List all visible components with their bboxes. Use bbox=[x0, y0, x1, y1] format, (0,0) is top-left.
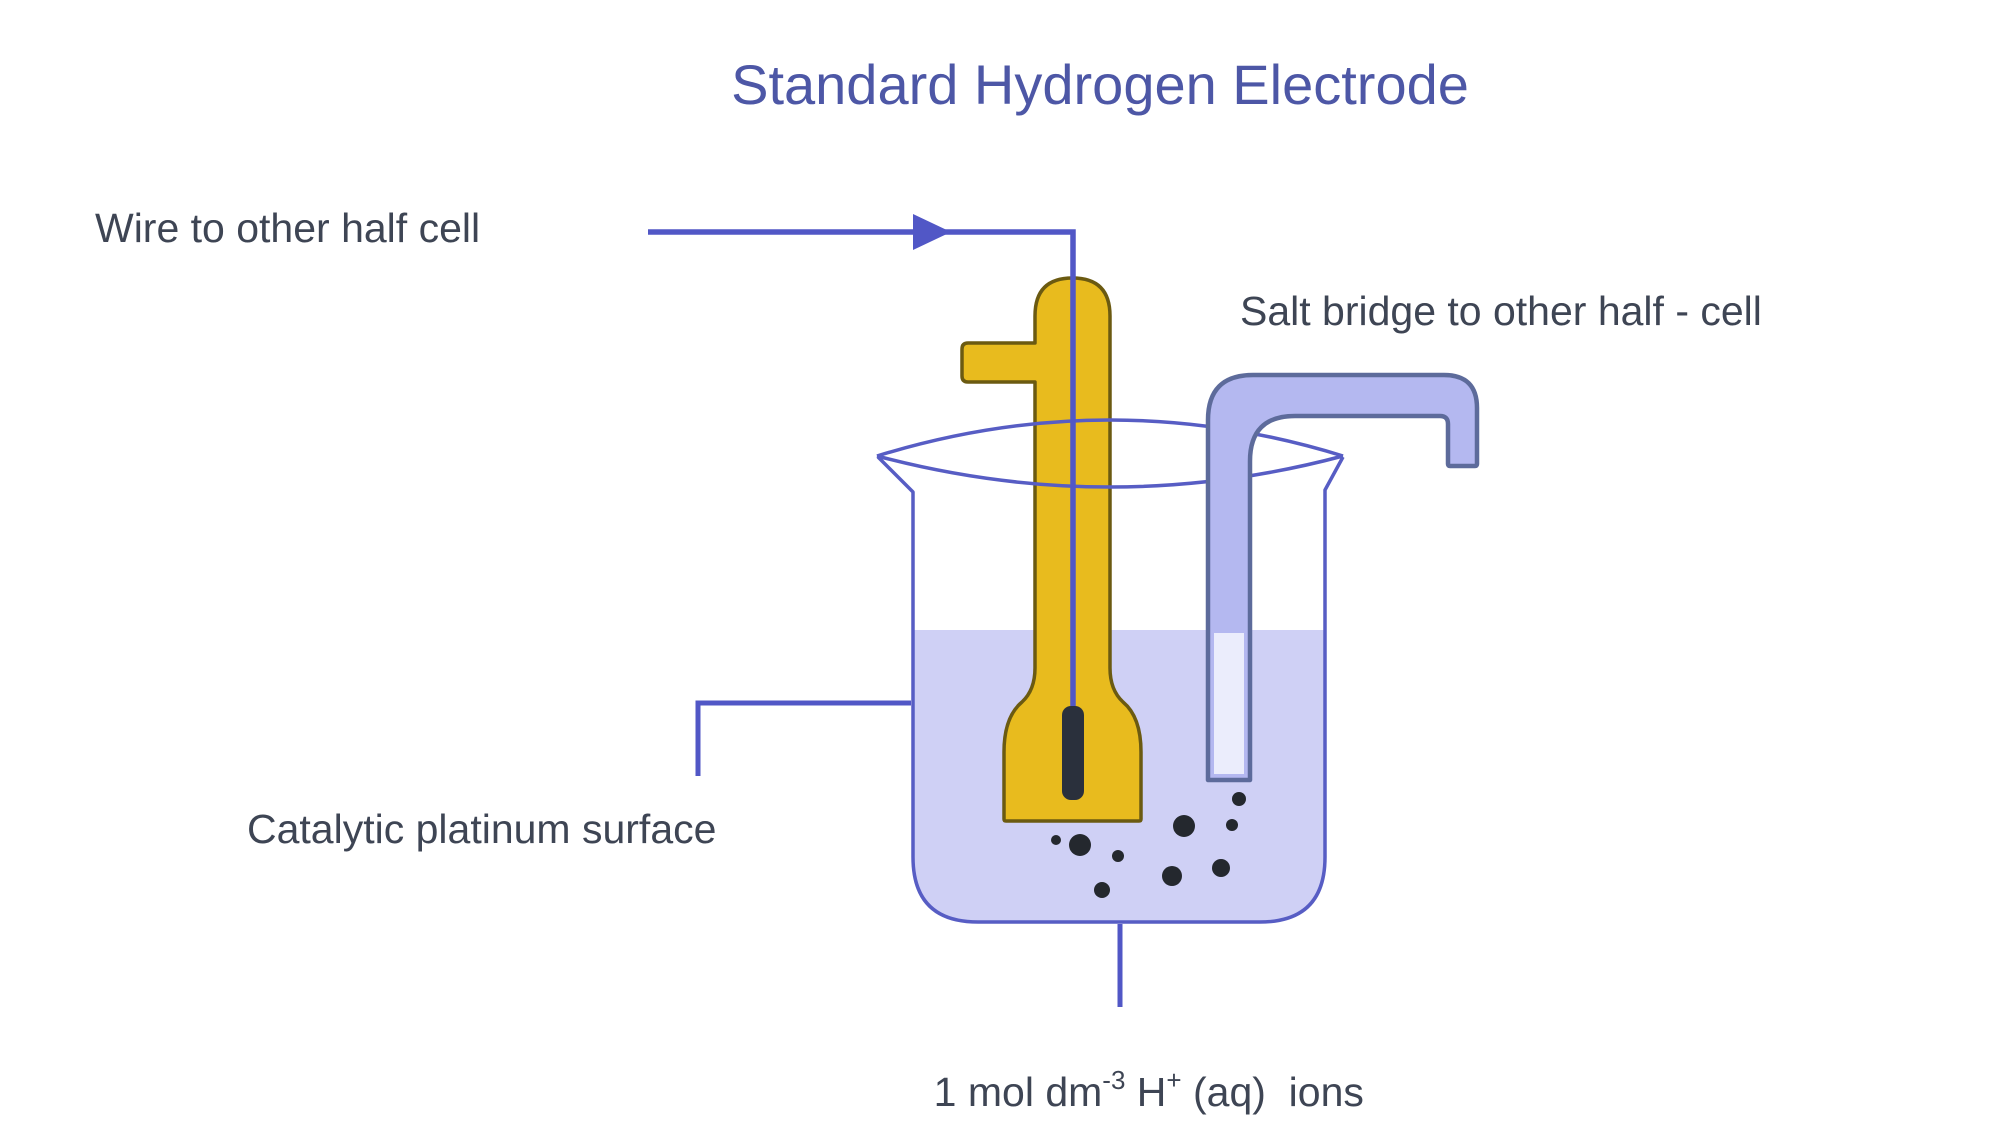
salt-bridge bbox=[1205, 372, 1480, 783]
concentration-charge: + bbox=[1166, 1065, 1182, 1096]
concentration-label: 1 mol dm-3 H+ (aq) ions bbox=[696, 1022, 1556, 1130]
hydrogen-bubble bbox=[1094, 882, 1110, 898]
hydrogen-bubble bbox=[1232, 792, 1246, 806]
hydrogen-bubbles bbox=[1051, 792, 1246, 898]
hydrogen-bubble bbox=[1212, 859, 1230, 877]
hydrogen-bubble bbox=[1069, 834, 1091, 856]
concentration-exponent: -3 bbox=[1102, 1065, 1126, 1096]
hydrogen-bubble bbox=[1162, 866, 1182, 886]
beaker-rim-back bbox=[876, 454, 1344, 489]
concentration-suffix: (aq) ions bbox=[1181, 1069, 1364, 1116]
salt-bridge-label: Salt bridge to other half - cell bbox=[1240, 288, 1762, 334]
platinum-pointer-line bbox=[695, 700, 911, 776]
hydrogen-bubble bbox=[1112, 850, 1124, 862]
hydrogen-electrode-body bbox=[960, 276, 1143, 823]
hydrogen-bubble bbox=[1051, 835, 1061, 845]
beaker-walls bbox=[876, 455, 1345, 924]
beaker-rim-front bbox=[876, 418, 1344, 458]
beaker bbox=[876, 418, 1345, 924]
salt-bridge-tube bbox=[1205, 372, 1480, 783]
page-title: Standard Hydrogen Electrode bbox=[731, 53, 1469, 116]
hydrogen-bubble bbox=[1173, 815, 1195, 837]
concentration-prefix: 1 mol dm bbox=[933, 1069, 1103, 1116]
wire-arrowhead-icon bbox=[913, 214, 951, 250]
salt-bridge-inner-solution bbox=[1214, 633, 1244, 774]
hydrogen-bubble bbox=[1226, 819, 1238, 831]
wire-line bbox=[648, 229, 1076, 706]
concentration-species: H bbox=[1125, 1069, 1167, 1116]
connecting-wire bbox=[648, 214, 1076, 706]
wire-label: Wire to other half cell bbox=[95, 205, 481, 251]
platinum-rod bbox=[1062, 706, 1084, 800]
platinum-surface-label: Catalytic platinum surface bbox=[247, 806, 717, 852]
